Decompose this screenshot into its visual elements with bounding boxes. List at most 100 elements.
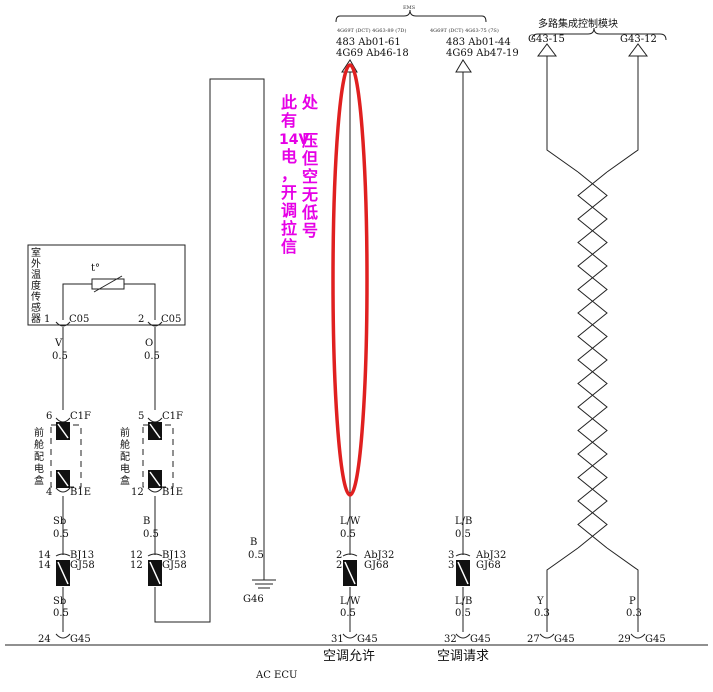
note-c2-0: 处 — [301, 93, 319, 112]
note-c1-8: 信 — [281, 237, 297, 256]
mcm-pin-left: G43-15 — [528, 34, 565, 45]
note-c2-1: 压 — [302, 131, 318, 150]
box-pin-top-a: 6 — [46, 411, 52, 422]
ac-allow-wire-color-2: L/W — [340, 596, 361, 607]
ac-allow-wire-size: 0.5 — [340, 529, 356, 540]
sensor-name-7: 器 — [31, 313, 41, 325]
annotation-note: 此 有 14V 电 ， 开 调 拉 信 处 压 但 空 无 低 号 — [279, 93, 319, 256]
ems-col1-row1: 483 Ab01-61 — [336, 37, 401, 48]
ecu-pin-29: 29 — [618, 634, 631, 645]
lower-a-conn1: BJ13 — [70, 550, 94, 561]
ecu-pin-24: 24 — [38, 634, 51, 645]
ac-allow-label: 空调允许 — [323, 648, 375, 664]
ac-request-conn2: GJ68 — [476, 560, 501, 571]
lower-connectors: 14 14 BJ13 GJ58 12 12 BJ13 GJ58 Sb 0.5 — [38, 78, 265, 632]
ecu-label: AC ECU — [255, 670, 297, 681]
ac-ecu-row: 24 G45 31 G45 32 G45 27 G45 29 G45 空调允许 … — [5, 633, 708, 681]
note-c1-7: 拉 — [281, 219, 297, 238]
wire2-color: O — [145, 338, 153, 349]
highlight-ellipse — [331, 63, 369, 497]
fuse-box-wires: Sb 0.5 B 0.5 — [53, 496, 159, 555]
ecu-conn-24: G45 — [70, 634, 91, 645]
sensor-box — [27, 244, 186, 326]
box-pin-bot-a: 4 — [46, 487, 52, 498]
sensor-name-2: 外 — [31, 258, 41, 270]
sensor-name-5: 传 — [31, 291, 41, 303]
ecu-conn-31: G45 — [357, 634, 378, 645]
box-b-name-4: 电 — [120, 462, 130, 475]
ac-request-label: 空调请求 — [437, 649, 489, 664]
ems-header: EMS 4G69T (DCT) 4G63-89 (7D) 4G69T (DCT)… — [335, 5, 519, 59]
ecu-pin-31: 31 — [331, 634, 344, 645]
lower-b-pin-1: 12 — [130, 550, 143, 561]
box-conn-bot-a: B1E — [70, 487, 91, 498]
ac-request-line: L/B 0.5 3 3 AbJ32 GJ68 L/B 0.5 — [448, 59, 506, 632]
sensor-conn2: C05 — [161, 314, 181, 325]
ems-col2-row1: 483 Ab01-44 — [446, 37, 511, 48]
wire1-color: V — [54, 338, 63, 349]
twisted-wire — [577, 171, 608, 549]
ground-label: G46 — [243, 594, 264, 605]
ems-label: EMS — [403, 5, 416, 11]
ac-request-pin-2: 3 — [448, 560, 454, 571]
note-c1-4: ， — [281, 165, 297, 184]
ems-col1-row2: 4G69 Ab46-18 — [336, 48, 409, 59]
ecu-conn-27: G45 — [554, 634, 575, 645]
ecu-conn-32: G45 — [470, 634, 491, 645]
lower-b-conn2: GJ58 — [162, 560, 187, 571]
ac-request-pin-1: 3 — [448, 550, 454, 561]
ground-wire-size: 0.5 — [248, 550, 264, 561]
arrow-up-icon — [628, 43, 648, 57]
can-twisted-pair: Y 0.3 P 0.3 — [534, 43, 648, 632]
mcm-label: 多路集成控制模块 — [538, 17, 618, 30]
ground-symbol: B 0.5 G46 — [243, 537, 276, 605]
can-p-size: 0.3 — [626, 608, 642, 619]
ground-wire-color: B — [250, 537, 257, 548]
sensor-wires: V 0.5 O 0.5 — [52, 327, 160, 410]
note-c2-6: 号 — [302, 221, 318, 240]
note-c1-2: 14V — [279, 132, 309, 148]
outdoor-temp-sensor: 室 外 温 度 传 感 器 t° 1 C05 2 C05 — [27, 244, 186, 327]
note-c2-4: 无 — [301, 185, 318, 204]
ecu-pin-27: 27 — [527, 634, 540, 645]
twist-pattern — [577, 171, 608, 549]
ac-request-conn1: AbJ32 — [475, 550, 506, 561]
mcm-header: 多路集成控制模块 G43-15 G43-12 — [528, 17, 667, 45]
sensor-name-4: 度 — [31, 279, 41, 292]
sensor-conn1: C05 — [69, 314, 89, 325]
wire-b-color: B — [143, 516, 150, 527]
lower-b-pin-2: 12 — [130, 560, 143, 571]
sensor-pin1: 1 — [44, 314, 50, 325]
box-conn-bot-b: B1E — [162, 487, 183, 498]
ac-allow-pin-2: 2 — [336, 560, 342, 571]
ac-allow-conn2: GJ68 — [364, 560, 389, 571]
wire-a-size: 0.5 — [53, 529, 69, 540]
thermistor-label: t° — [91, 263, 100, 274]
wire-b-size: 0.5 — [143, 529, 159, 540]
ac-request-wire-size: 0.5 — [455, 529, 471, 540]
lower-b-conn1: BJ13 — [162, 550, 186, 561]
ems-sub-left: 4G69T (DCT) 4G63-89 (7D) — [337, 27, 406, 34]
ecu-pin-32: 32 — [444, 634, 457, 645]
box-conn-top-b: C1F — [162, 411, 183, 422]
lower-a-pin-2: 14 — [38, 560, 51, 571]
note-c2-3: 空 — [302, 167, 318, 186]
box-a-name-3: 配 — [34, 451, 44, 463]
ac-allow-line: L/W 0.5 2 2 AbJ32 GJ68 L/W 0.5 — [331, 59, 394, 632]
wire2-size: 0.5 — [144, 351, 160, 362]
lower-a-conn2: GJ58 — [70, 560, 95, 571]
box-a-name-1: 前 — [34, 426, 44, 439]
ems-sub-right: 4G69T (DCT) 4G63-75 (7S) — [430, 27, 499, 34]
ems-col2-row2: 4G69 Ab47-19 — [446, 48, 519, 59]
box-b-name-2: 舱 — [120, 438, 130, 451]
ac-request-wire-color: L/B — [455, 516, 472, 527]
ecu-conn-29: G45 — [645, 634, 666, 645]
note-c2-5: 低 — [301, 203, 318, 222]
sensor-name-6: 感 — [31, 301, 41, 314]
note-c1-5: 开 — [281, 183, 297, 202]
ac-allow-pin-1: 2 — [336, 550, 342, 561]
thermistor-symbol — [91, 278, 125, 290]
box-a-name-5: 盒 — [34, 474, 44, 487]
arrow-up-icon — [455, 59, 472, 73]
sensor-name-3: 温 — [31, 269, 41, 281]
